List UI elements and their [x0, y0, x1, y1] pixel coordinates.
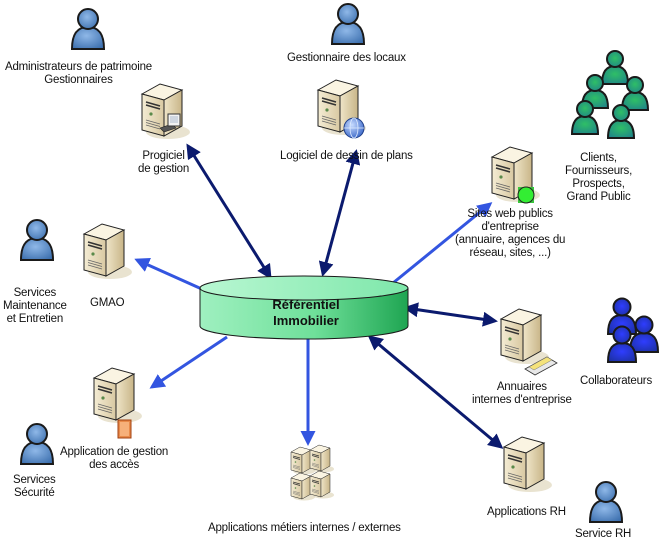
server-with-directory-icon: [500, 308, 558, 376]
label-sites-web: Sites web publics d'entreprise (annuaire…: [455, 208, 565, 260]
label-line: Applications RH: [487, 506, 566, 518]
label-line: Applications métiers internes / externes: [208, 522, 401, 534]
label-admin: Administrateurs de patrimoine Gestionnai…: [5, 61, 152, 87]
server-icon-rh: [503, 436, 553, 493]
connections: [134, 143, 504, 449]
label-metiers: Applications métiers internes / externes: [208, 522, 401, 535]
label-line: et Entretien: [6, 313, 64, 325]
server-with-firewall-icon: [93, 367, 143, 439]
central-database-icon: [199, 275, 409, 340]
label-line: Progiciel: [142, 150, 185, 162]
label-line: internes d'entreprise: [472, 394, 572, 406]
label-line: réseau, sites, ...): [469, 247, 551, 259]
label-line: Gestionnaires: [44, 74, 113, 86]
label-line: Grand Public: [566, 191, 631, 203]
server-cluster-icon: [290, 444, 335, 501]
label-line: Services: [13, 287, 57, 299]
label-acces: Application de gestion des accès: [60, 446, 168, 472]
connection-progiciel: [186, 143, 272, 280]
connection-annuaires: [403, 302, 498, 327]
server-with-globe-icon: [317, 79, 367, 139]
connection-rh: [367, 335, 504, 449]
label-line: Sécurité: [13, 487, 55, 499]
label-clients: Clients, Fournisseurs, Prospects, Grand …: [565, 152, 632, 204]
user-icon-gestionnaire-locaux: [331, 3, 365, 45]
label-progiciel: Progiciel de gestion: [138, 150, 189, 176]
label-line: des accès: [89, 459, 140, 471]
central-node-line-1: Référentiel: [272, 297, 340, 312]
label-line: (annuaire, agences du: [455, 234, 566, 246]
label-line: Prospects,: [572, 178, 625, 190]
server-with-terminal-icon: [141, 83, 191, 140]
label-service-rh: Service RH: [575, 528, 631, 541]
label-line: Maintenance: [3, 300, 67, 312]
label-line: Administrateurs de patrimoine: [5, 61, 152, 73]
user-icon-securite: [20, 423, 54, 465]
label-line: d'entreprise: [481, 221, 539, 233]
label-line: Application de gestion: [60, 446, 169, 458]
connection-dessin: [318, 149, 361, 277]
central-node-label: Référentiel Immobilier: [226, 297, 386, 329]
connection-acces: [149, 335, 228, 389]
label-securite: Services Sécurité: [13, 474, 56, 500]
connection-sites-web: [392, 202, 493, 285]
label-collaborateurs: Collaborateurs: [580, 375, 652, 388]
label-gmao: GMAO: [90, 297, 125, 310]
user-icon-service-rh: [589, 481, 623, 523]
label-line: Annuaires: [496, 381, 547, 393]
label-rh: Applications RH: [487, 506, 566, 519]
label-line: Logiciel de dessin de plans: [280, 150, 413, 162]
server-icon-gmao: [83, 223, 133, 280]
label-line: GMAO: [90, 297, 125, 309]
central-node-line-2: Immobilier: [273, 313, 339, 328]
label-line: Gestionnaire des locaux: [287, 52, 406, 64]
label-line: Service RH: [575, 528, 632, 540]
connection-gmao: [134, 258, 205, 292]
label-dessin: Logiciel de dessin de plans: [280, 150, 413, 163]
user-group-icon-clients: [571, 50, 649, 139]
label-annuaires: Annuaires internes d'entreprise: [472, 381, 572, 407]
label-line: Collaborateurs: [580, 375, 652, 387]
user-icon-admin: [71, 8, 105, 50]
user-group-icon-collaborateurs: [607, 297, 659, 363]
label-line: Services: [13, 474, 56, 486]
label-maintenance: Services Maintenance et Entretien: [3, 287, 67, 326]
label-line: Fournisseurs,: [565, 165, 633, 177]
label-line: de gestion: [138, 163, 190, 175]
label-line: Clients,: [580, 152, 617, 164]
user-icon-maintenance: [20, 219, 54, 261]
label-gestionnaire-locaux: Gestionnaire des locaux: [287, 52, 406, 65]
server-with-web-icon: [491, 146, 541, 204]
label-line: Sites web publics: [467, 208, 553, 220]
